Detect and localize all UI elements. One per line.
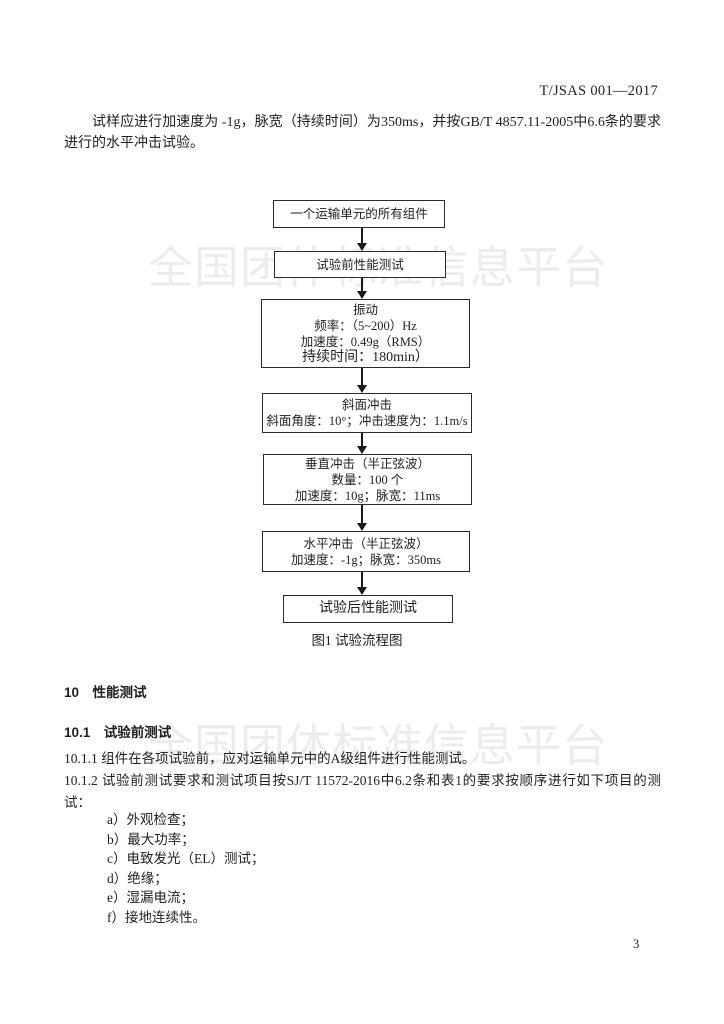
list-item-e: e）湿漏电流； bbox=[107, 890, 194, 905]
flow-node-line: 斜面角度：10°；冲击速度为：1.1m/s bbox=[266, 414, 468, 428]
flow-node-incline-impact: 斜面冲击 斜面角度：10°；冲击速度为：1.1m/s bbox=[262, 393, 472, 433]
flow-node-line: 垂直冲击（半正弦波） bbox=[304, 456, 430, 471]
list-item-b: b）最大功率； bbox=[107, 831, 195, 847]
flow-node-line: 持续时间：180min） bbox=[302, 349, 429, 365]
flow-node-line: 加速度：10g；脉宽：11ms bbox=[294, 488, 441, 503]
list-item-f: f）接地连续性。 bbox=[107, 909, 206, 925]
flow-node-line: 试验前性能测试 bbox=[316, 257, 404, 272]
flow-node-line: 频率：（5~200）Hz bbox=[314, 318, 417, 333]
figure-caption: 图1 试验流程图 bbox=[311, 633, 403, 648]
flow-node-line: 试验后性能测试 bbox=[319, 601, 417, 616]
flow-node-line: 加速度：0.49g（RMS） bbox=[300, 334, 431, 349]
paragraph-10-1-1: 10.1.1 组件在各项试验前，应对运输单元中的A级组件进行性能测试。 bbox=[64, 751, 476, 766]
flow-arrow-4 bbox=[357, 433, 367, 454]
flow-node-line: 斜面冲击 bbox=[341, 398, 392, 412]
flow-arrow-6 bbox=[357, 572, 367, 595]
flow-node-line: 数量：100 个 bbox=[331, 472, 404, 487]
flow-node-horizontal-shock: 水平冲击（半正弦波） 加速度：-1g；脉宽：350ms bbox=[262, 531, 470, 572]
list-item-c: c）电致发光（EL）测试； bbox=[107, 851, 265, 866]
document-number: T/JSAS 001—2017 bbox=[539, 83, 658, 99]
flow-node-pre-test: 试验前性能测试 bbox=[274, 251, 446, 278]
flow-node-line: 振动 bbox=[352, 302, 378, 317]
intro-paragraph: 试样应进行加速度为 -1g，脉宽（持续时间）为350ms，并按GB/T 4857… bbox=[64, 115, 661, 151]
flow-arrow-5 bbox=[357, 505, 367, 531]
page-number: 3 bbox=[633, 937, 640, 951]
flow-node-line: 水平冲击（半正弦波） bbox=[303, 536, 429, 551]
flow-arrow-1 bbox=[357, 228, 367, 251]
watermark-text-bottom: 全国团体标准信息平台 bbox=[148, 720, 609, 771]
flow-arrow-2 bbox=[357, 278, 367, 299]
pre-test-item-list: a）外观检查； b）最大功率； c）电致发光（EL）测试； d）绝缘； e）湿漏… bbox=[107, 810, 264, 927]
flow-arrow-3 bbox=[357, 368, 367, 393]
paragraph-10-1-2: 10.1.2 试验前测试要求和测试项目按SJ/T 11572-2016中6.2条… bbox=[64, 773, 661, 810]
flow-node-line: 一个运输单元的所有组件 bbox=[290, 207, 428, 221]
flow-node-line: 加速度：-1g；脉宽：350ms bbox=[290, 552, 441, 567]
flow-node-all-components: 一个运输单元的所有组件 bbox=[273, 200, 445, 228]
flow-node-vibration: 振动 频率：（5~200）Hz 加速度：0.49g（RMS） 持续时间：180m… bbox=[261, 299, 470, 368]
section-heading-10: 10 性能测试 bbox=[64, 685, 147, 700]
section-heading-10-1: 10.1 试验前测试 bbox=[64, 725, 172, 740]
flow-node-vertical-shock: 垂直冲击（半正弦波） 数量：100 个 加速度：10g；脉宽：11ms bbox=[263, 454, 472, 505]
list-item-a: a）外观检查； bbox=[107, 812, 194, 827]
flow-node-post-test: 试验后性能测试 bbox=[283, 595, 453, 623]
list-item-d: d）绝缘； bbox=[107, 870, 168, 886]
